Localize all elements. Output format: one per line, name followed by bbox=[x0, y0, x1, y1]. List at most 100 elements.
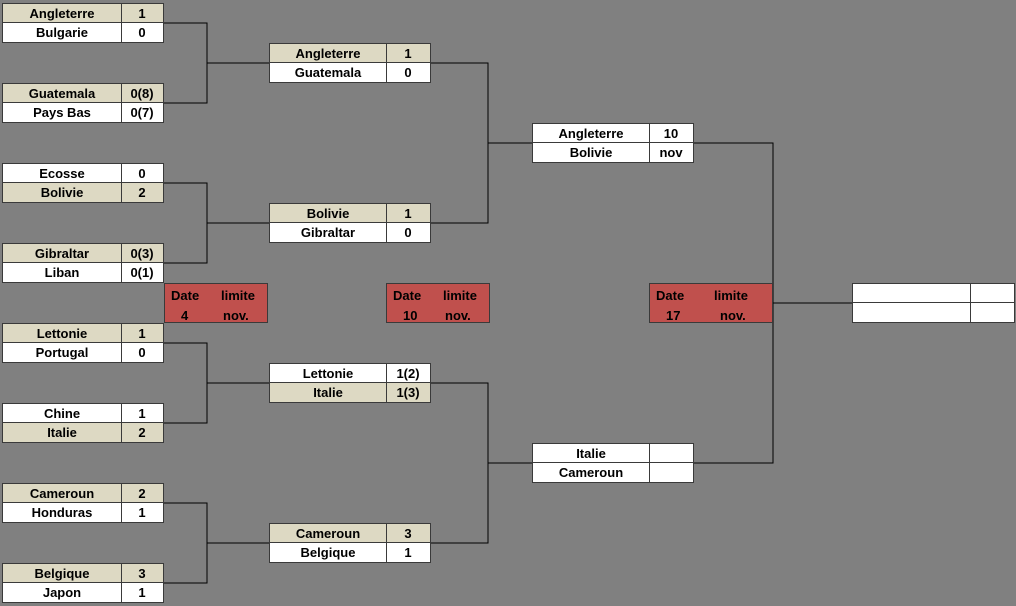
deadline-day: 10 bbox=[403, 308, 418, 323]
team-score: 1 bbox=[138, 325, 146, 341]
team-score: 0 bbox=[404, 225, 412, 240]
team-name: Italie bbox=[270, 383, 387, 402]
team-score: 0 bbox=[138, 165, 146, 181]
team-score: 3 bbox=[404, 525, 412, 541]
team-name: Pays Bas bbox=[3, 103, 122, 122]
team-name: Guatemala bbox=[270, 63, 387, 82]
deadline-box-2: Date limite 10 nov. bbox=[386, 283, 490, 323]
team-row[interactable]: Guatemala 0 bbox=[269, 63, 431, 83]
deadline-label: Date bbox=[171, 288, 200, 303]
final-match bbox=[852, 283, 1015, 323]
team-score bbox=[649, 463, 693, 482]
team-score: 1 bbox=[404, 545, 412, 560]
team-score: 0 bbox=[138, 345, 146, 360]
deadline-month: nov. bbox=[223, 308, 249, 323]
deadline-label: limite bbox=[221, 288, 255, 303]
team-row[interactable]: Chine 1 bbox=[2, 403, 164, 423]
team-name: Gibraltar bbox=[3, 244, 122, 262]
team-name bbox=[853, 284, 971, 302]
team-name: Bolivie bbox=[270, 204, 387, 222]
team-row[interactable]: Liban 0(1) bbox=[2, 263, 164, 283]
team-score: 1 bbox=[404, 205, 412, 221]
deadline-month: nov. bbox=[445, 308, 471, 323]
team-row[interactable] bbox=[852, 283, 1015, 303]
team-name: Japon bbox=[3, 583, 122, 602]
team-name: Cameroun bbox=[270, 524, 387, 542]
team-name: Gibraltar bbox=[270, 223, 387, 242]
team-row[interactable] bbox=[852, 303, 1015, 323]
team-name: Chine bbox=[3, 404, 122, 422]
team-row[interactable]: Italie bbox=[532, 443, 694, 463]
team-score bbox=[649, 444, 693, 462]
team-name: Italie bbox=[3, 423, 122, 442]
team-row[interactable]: Gibraltar 0(3) bbox=[2, 243, 164, 263]
team-name: Bulgarie bbox=[3, 23, 122, 42]
team-row[interactable]: Ecosse 0 bbox=[2, 163, 164, 183]
team-score: 0 bbox=[138, 25, 146, 40]
deadline-box-1: Date limite 4 nov. bbox=[164, 283, 268, 323]
team-row[interactable]: Lettonie 1(2) bbox=[269, 363, 431, 383]
team-score bbox=[970, 303, 1014, 322]
team-row[interactable]: Portugal 0 bbox=[2, 343, 164, 363]
team-score: 10 bbox=[663, 125, 679, 141]
deadline-month: nov. bbox=[720, 308, 746, 323]
team-name: Lettonie bbox=[270, 364, 387, 382]
team-name: Ecosse bbox=[3, 164, 122, 182]
team-name: Portugal bbox=[3, 343, 122, 362]
team-score: 0(1) bbox=[130, 265, 154, 280]
team-score: 0 bbox=[404, 65, 412, 80]
team-name: Cameroun bbox=[533, 463, 650, 482]
team-row[interactable]: Bulgarie 0 bbox=[2, 23, 164, 43]
team-name: Bolivie bbox=[3, 183, 122, 202]
deadline-label: limite bbox=[714, 288, 748, 303]
team-row[interactable]: Italie 1(3) bbox=[269, 383, 431, 403]
team-name: Honduras bbox=[3, 503, 122, 522]
team-score: 1(2) bbox=[396, 365, 420, 381]
team-score: 1(3) bbox=[396, 385, 420, 400]
team-row[interactable]: Bolivie 1 bbox=[269, 203, 431, 223]
team-score: 1 bbox=[138, 585, 146, 600]
team-row[interactable]: Cameroun bbox=[532, 463, 694, 483]
team-score: 2 bbox=[138, 485, 146, 501]
team-row[interactable]: Japon 1 bbox=[2, 583, 164, 603]
team-row[interactable]: Gibraltar 0 bbox=[269, 223, 431, 243]
round2-match-4: Cameroun 3 Belgique 1 bbox=[269, 523, 431, 563]
team-name: Italie bbox=[533, 444, 650, 462]
team-row[interactable]: Pays Bas 0(7) bbox=[2, 103, 164, 123]
deadline-label: Date bbox=[393, 288, 422, 303]
team-score: 3 bbox=[138, 565, 146, 581]
team-name: Liban bbox=[3, 263, 122, 282]
team-name: Angleterre bbox=[3, 4, 122, 22]
team-score: 0(8) bbox=[130, 85, 154, 101]
team-name: Guatemala bbox=[3, 84, 122, 102]
team-score: 0(3) bbox=[130, 245, 154, 261]
team-name: Belgique bbox=[270, 543, 387, 562]
deadline-box-3: Date limite 17 nov. bbox=[649, 283, 773, 323]
team-row[interactable]: Belgique 1 bbox=[269, 543, 431, 563]
deadline-label: Date bbox=[656, 288, 685, 303]
team-row[interactable]: Cameroun 3 bbox=[269, 523, 431, 543]
team-score bbox=[970, 284, 1014, 302]
team-score: 0(7) bbox=[130, 105, 154, 120]
team-score: nov bbox=[659, 145, 683, 160]
round1-match-2: Guatemala 0(8) Pays Bas 0(7) bbox=[2, 83, 164, 123]
team-row[interactable]: Guatemala 0(8) bbox=[2, 83, 164, 103]
team-score: 1 bbox=[138, 405, 146, 421]
